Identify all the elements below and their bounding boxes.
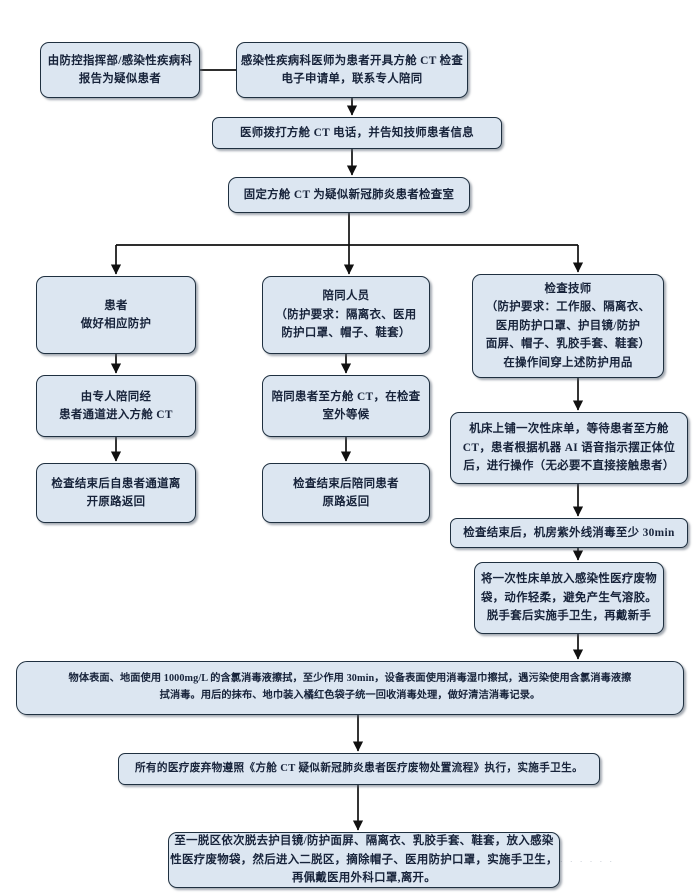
- node-text-line: 感染性疾病科医师为患者开具方舱 CT 检查: [240, 54, 464, 67]
- node-text-line: 所有的医疗废弃物遵照《方舱 CT 疑似新冠肺炎患者医疗废物处置流程》执行，实施手…: [134, 763, 584, 775]
- node-text-line: 陪同人员: [322, 290, 370, 303]
- node-text-line: 由防控指挥部/感染性疾病科: [47, 54, 193, 67]
- node-text-line: 固定方舱 CT 为疑似新冠肺炎患者检查室: [243, 188, 455, 201]
- node-text-line: 室外等候: [322, 409, 370, 421]
- node-technician-ppe: 检查技师 （防护要求：工作服、隔离衣、医用防护口罩、护目镜/防护面屏、帽子、乳胶手…: [472, 274, 664, 378]
- node-text-line: （防护要求：隔离衣、医用: [275, 308, 417, 321]
- node-text-line: 原路返回: [322, 496, 370, 508]
- node-dispose-bed-sheet: 将一次性床单放入感染性医疗废物袋，动作轻柔，避免产生气溶胶。脱手套后实施手卫生，…: [474, 562, 664, 634]
- node-escort-staff-ppe: 陪同人员 （防护要求：隔离衣、医用防护口罩、帽子、鞋套）: [262, 276, 430, 354]
- node-scan-procedure: 机床上铺一次性床单，等待患者至方舱 CT，患者根据机器 AI 语音指示摆正体位后，…: [450, 412, 688, 484]
- node-text-line: 再佩戴医用外科口罩,离开。: [291, 872, 437, 885]
- node-text-line: 检查结束后自患者通道离: [51, 477, 181, 490]
- node-text-line: 将一次性床单放入感染性医疗废物: [480, 573, 658, 586]
- node-text-line: 患者: [104, 299, 128, 312]
- node-text-line: CT，患者根据机器 AI 语音指示摆正体位: [462, 441, 676, 454]
- node-text-line: 检查结束后，机房紫外线消毒至少 30min: [463, 526, 675, 539]
- node-text-line: 拭消毒。用后的抹布、地巾装入橘红色袋子统一回收消毒处理，做好清洁消毒记录。: [159, 690, 541, 701]
- node-text-line: （防护要求：工作服、隔离衣、: [485, 301, 651, 314]
- node-text-line: 后，进行操作（无必要不直接接触患者）: [463, 460, 675, 473]
- node-text-line: 物体表面、地面使用 1000mg/L 的含氯消毒液擦拭，至少作用 30min，设…: [68, 673, 632, 685]
- node-text-line: 机床上铺一次性床单，等待患者至方舱: [469, 423, 669, 436]
- node-medical-waste-process: 所有的医疗废弃物遵照《方舱 CT 疑似新冠肺炎患者医疗废物处置流程》执行，实施手…: [118, 753, 600, 785]
- node-text-line: 在操作间穿上述防护用品: [503, 356, 633, 369]
- node-patient-protection: 患者做好相应防护: [36, 276, 196, 354]
- node-text-line: 医师拨打方舱 CT 电话，并告知技师患者信息: [239, 126, 475, 139]
- node-patient-enter-channel: 由专人陪同经患者通道进入方舱 CT: [36, 375, 196, 437]
- node-text-line: 开原路返回: [86, 496, 146, 508]
- node-text-line: 由专人陪同经: [80, 390, 152, 403]
- node-text-line: 检查技师: [544, 282, 592, 295]
- node-uv-disinfection: 检查结束后，机房紫外线消毒至少 30min: [450, 518, 688, 548]
- node-surface-disinfection: 物体表面、地面使用 1000mg/L 的含氯消毒液擦拭，至少作用 30min，设…: [16, 661, 684, 715]
- node-text-line: 防护口罩、帽子、鞋套）: [281, 327, 411, 340]
- node-text-line: 电子申请单，联系专人陪同: [281, 73, 423, 85]
- node-text-line: 至一脱区依次脱去护目镜/防护面屏、隔离衣、乳胶手套、鞋套，放入感染: [174, 835, 554, 848]
- node-escort-return: 检查结束后陪同患者原路返回: [262, 463, 430, 523]
- node-text-line: 面屏、帽子、乳胶手套、鞋套）: [485, 338, 651, 351]
- node-doffing-ppe: 至一脱区依次脱去护目镜/防护面屏、隔离衣、乳胶手套、鞋套，放入感染性医疗废物袋，…: [168, 832, 560, 888]
- node-text-line: 报告为疑似患者: [78, 73, 162, 85]
- node-call-ct-technician: 医师拨打方舱 CT 电话，并告知技师患者信息: [212, 117, 502, 149]
- node-text-line: 脱手套后实施手卫生，再戴新手: [486, 610, 652, 623]
- node-text-line: 性医疗废物袋，然后进入二脱区，摘除帽子、医用防护口罩，实施手卫生，: [170, 853, 558, 866]
- node-issue-ct-request: 感染性疾病科医师为患者开具方舱 CT 检查电子申请单，联系专人陪同: [236, 42, 468, 98]
- node-report-suspected-case: 由防控指挥部/感染性疾病科报告为疑似患者: [40, 42, 200, 98]
- node-text-line: 袋，动作轻柔，避免产生气溶胶。: [480, 591, 658, 604]
- node-designate-exam-room: 固定方舱 CT 为疑似新冠肺炎患者检查室: [228, 177, 470, 213]
- node-text-line: 医用防护口罩、护目镜/防护: [495, 319, 641, 332]
- node-escort-wait-outside: 陪同患者至方舱 CT，在检查室外等候: [262, 375, 430, 437]
- node-text-line: 检查结束后陪同患者: [293, 477, 399, 490]
- node-patient-leave-channel: 检查结束后自患者通道离开原路返回: [36, 463, 196, 523]
- node-text-line: 陪同患者至方舱 CT，在检查: [271, 390, 421, 403]
- node-text-line: 患者通道进入方舱 CT: [59, 409, 173, 421]
- watermark-text: · · · · · · · ·: [540, 856, 615, 866]
- node-text-line: 做好相应防护: [80, 318, 152, 330]
